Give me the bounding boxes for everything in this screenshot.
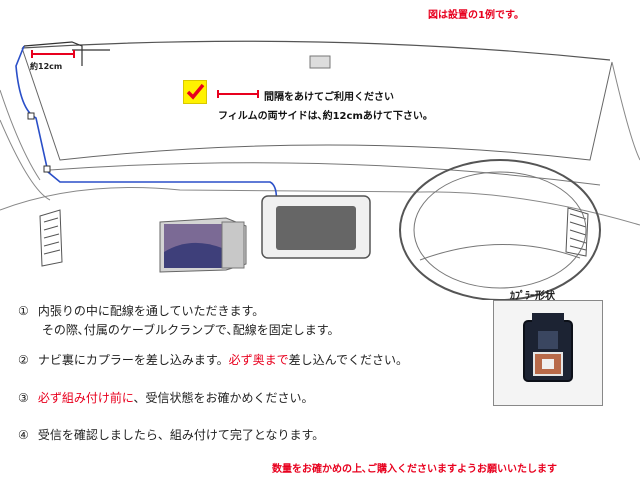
checkbox-marker bbox=[183, 80, 207, 104]
quantity-note: 数量をお確かめの上､ご購入くださいますようお願いいたします bbox=[272, 464, 557, 475]
windshield-frame bbox=[21, 40, 611, 61]
coupler-title: ｶﾌﾟﾗｰ形状 bbox=[510, 291, 555, 302]
coupler-shape-icon bbox=[523, 313, 573, 382]
step-text: 、受信状態をお確かめください。 bbox=[133, 391, 314, 405]
coupler-image bbox=[493, 300, 603, 406]
checkmark-icon bbox=[186, 83, 205, 100]
right-air-vent bbox=[565, 207, 589, 257]
step-3: ② ナビ裏にカプラーを差し込みます。必ず奥まで差し込んでください。 bbox=[18, 351, 408, 369]
cable-clamp-upper bbox=[27, 112, 35, 120]
distance-label: 約12cm bbox=[30, 62, 63, 71]
windshield-edge bbox=[21, 47, 613, 161]
step-number: ② bbox=[18, 353, 29, 367]
step-number: ③ bbox=[18, 391, 29, 405]
step-text: 差し込んでください。 bbox=[288, 353, 409, 367]
left-air-vent bbox=[39, 209, 63, 267]
example-note: 図は設置の1例です。 bbox=[428, 10, 524, 21]
step-5: ④ 受信を確認しましたら、組み付けて完了となります。 bbox=[18, 426, 324, 444]
dashboard-lower bbox=[0, 187, 640, 226]
cable-clamp-lower bbox=[43, 165, 51, 173]
antenna-film bbox=[23, 41, 83, 66]
navi-unit bbox=[159, 217, 247, 273]
rear-mirror bbox=[309, 55, 331, 69]
step-number: ① bbox=[18, 304, 29, 318]
hint-film-sides: フィルムの両サイドは､約12cmあけて下さい。 bbox=[218, 111, 433, 122]
step-1: ① 内張りの中に配線を通していただきます。 bbox=[18, 302, 264, 320]
step-2: その際､付属のケーブルクランプで､配線を固定します。 bbox=[18, 321, 340, 339]
right-pillar bbox=[611, 61, 640, 161]
step-text: 必ず奥まで bbox=[228, 353, 289, 367]
step-4: ③ 必ず組み付け前に、受信状態をお確かめください。 bbox=[18, 389, 313, 407]
navi-display bbox=[261, 195, 371, 259]
measurement-marker bbox=[31, 50, 75, 58]
step-text: ナビ裏にカプラーを差し込みます。 bbox=[34, 353, 229, 367]
step-text: 必ず組み付け前に bbox=[34, 391, 134, 405]
step-text: 受信を確認しましたら、組み付けて完了となります。 bbox=[34, 428, 325, 442]
dashboard-top bbox=[49, 162, 601, 186]
step-text: 内張りの中に配線を通していただきます。 bbox=[34, 304, 265, 318]
step-text: その際､付属のケーブルクランプで､配線を固定します。 bbox=[38, 323, 340, 337]
car-interior-illustration bbox=[0, 40, 640, 300]
steering-wheel bbox=[399, 159, 601, 300]
hint-red-dash bbox=[217, 90, 259, 98]
left-pillar bbox=[0, 89, 51, 201]
hint-spacing: 間隔をあけてご利用ください bbox=[264, 92, 394, 103]
step-number: ④ bbox=[18, 428, 29, 442]
